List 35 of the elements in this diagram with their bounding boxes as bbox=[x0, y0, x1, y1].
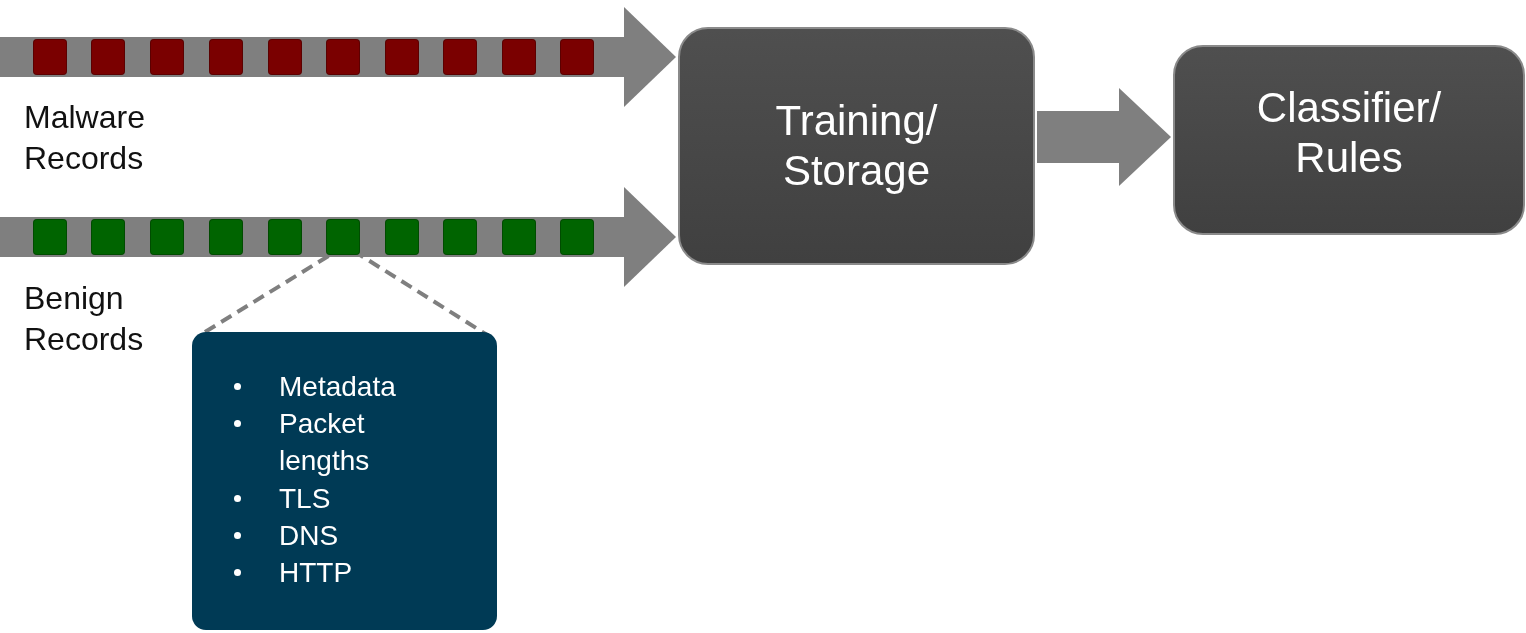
step-label: Training/ Storage bbox=[774, 95, 939, 196]
record-square bbox=[91, 39, 125, 75]
record-square bbox=[268, 39, 302, 75]
record-square bbox=[385, 219, 419, 255]
arrow bbox=[0, 187, 676, 287]
step-label: Classifier/ Rules bbox=[1255, 83, 1443, 184]
record-square bbox=[502, 219, 536, 255]
stream-label: Benign Records bbox=[24, 279, 145, 359]
record-square bbox=[560, 39, 594, 75]
record-square bbox=[150, 219, 184, 255]
record-square bbox=[443, 219, 477, 255]
list-item: TLS bbox=[279, 481, 332, 516]
record-square bbox=[209, 219, 243, 255]
detail-card bbox=[192, 332, 497, 630]
list-item: HTTP bbox=[279, 556, 354, 591]
record-square bbox=[91, 219, 125, 255]
record-square bbox=[33, 39, 67, 75]
list-item: Metadata bbox=[279, 370, 397, 404]
process-box bbox=[678, 27, 1035, 265]
stream-label: Malware Records bbox=[24, 98, 146, 178]
record-square bbox=[443, 39, 477, 75]
record-square bbox=[268, 219, 302, 255]
arrow bbox=[1037, 88, 1171, 186]
list-item: Packet lengths bbox=[279, 407, 371, 479]
arrow bbox=[0, 7, 676, 107]
process-box bbox=[1173, 45, 1525, 235]
record-square bbox=[502, 39, 536, 75]
record-square bbox=[326, 39, 360, 75]
record-square bbox=[326, 219, 360, 255]
record-square bbox=[385, 39, 419, 75]
list-item: DNS bbox=[279, 518, 340, 553]
record-square bbox=[209, 39, 243, 75]
record-square bbox=[150, 39, 184, 75]
record-square bbox=[560, 219, 594, 255]
record-square bbox=[33, 219, 67, 255]
